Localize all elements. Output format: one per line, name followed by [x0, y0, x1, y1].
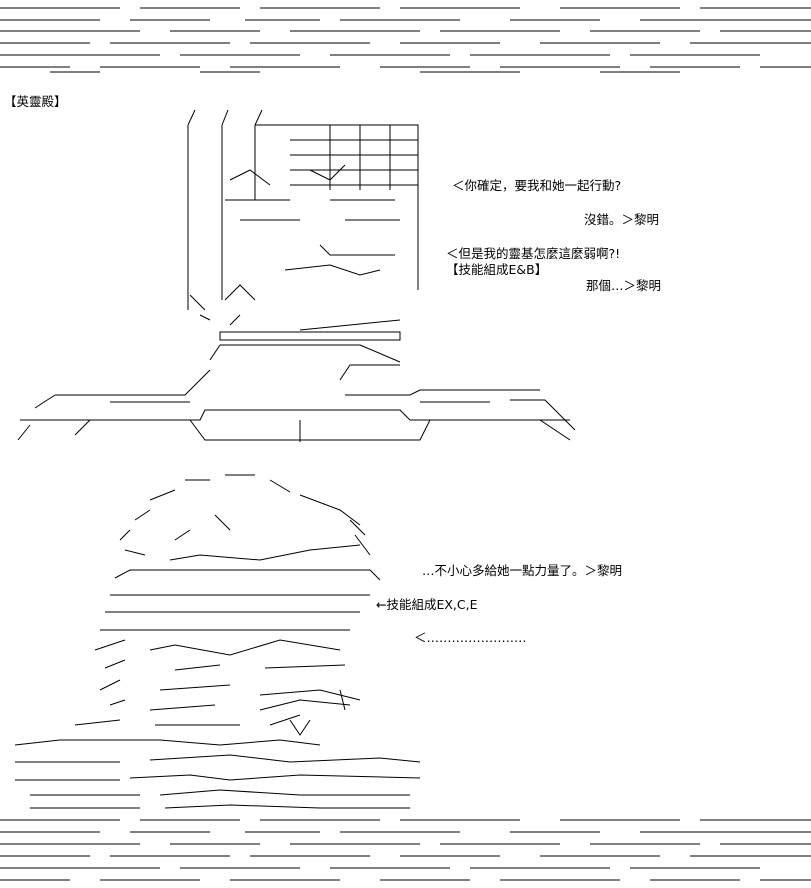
skill-composition-label-2: ←技能組成EX,C,E — [376, 597, 478, 612]
dialogue-line-reply: 那個…＞黎明 — [586, 278, 662, 293]
top-border-lines — [0, 7, 811, 73]
dialogue-line-silence: ＜…………………… — [414, 630, 527, 645]
top-character-figure — [187, 109, 419, 363]
bottom-character-figure — [14, 474, 421, 809]
section-title: 【英靈殿】 — [4, 94, 67, 109]
dialogue-line-complaint: ＜但是我的靈基怎麼這麼弱啊?! — [446, 246, 621, 261]
dialogue-line-answer: 沒錯。＞黎明 — [584, 212, 660, 227]
top-platform — [17, 364, 576, 442]
skill-composition-label: 【技能組成E&B】 — [446, 262, 548, 277]
bottom-border-lines — [0, 819, 811, 881]
dialogue-line-extra-power: …不小心多給她一點力量了。＞黎明 — [422, 563, 623, 578]
dialogue-line-question: ＜你確定，要我和她一起行動? — [452, 178, 622, 193]
